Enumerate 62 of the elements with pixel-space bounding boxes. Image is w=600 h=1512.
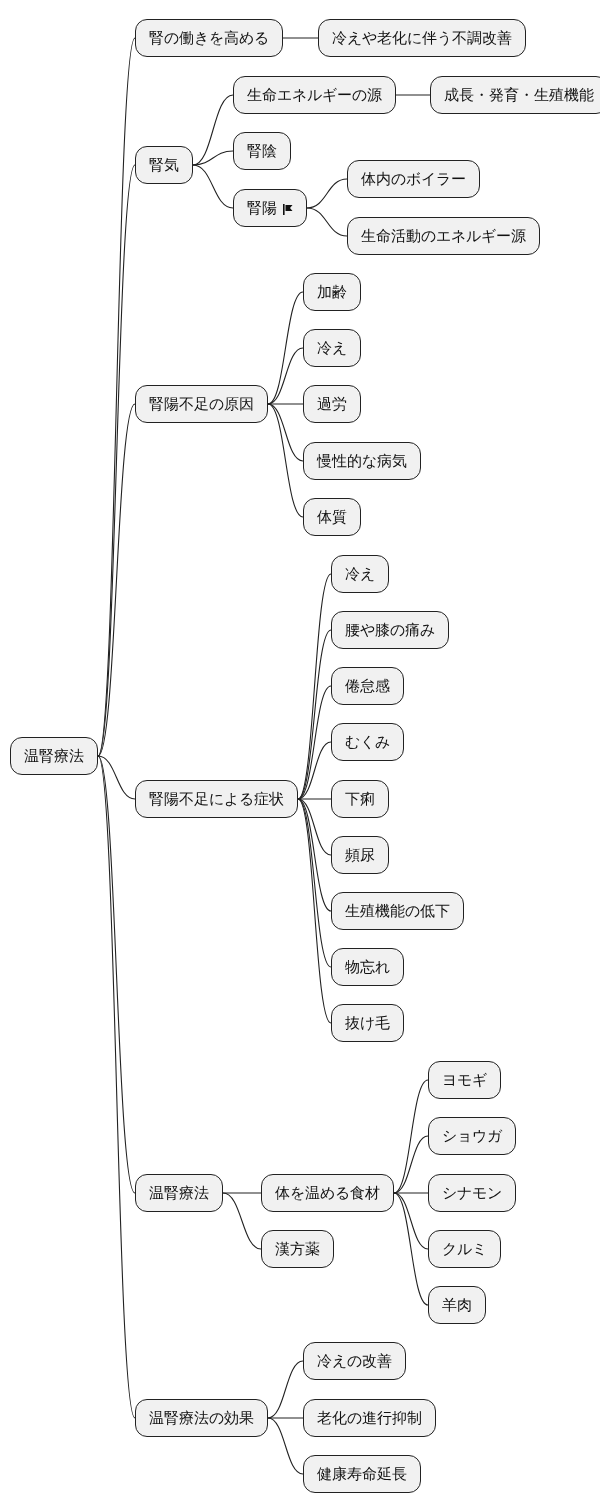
topic-box: クルミ bbox=[428, 1230, 501, 1268]
topic-box: 慢性的な病気 bbox=[303, 442, 421, 480]
topic-box: 頻尿 bbox=[331, 836, 389, 874]
connector-line bbox=[282, 37, 319, 39]
topic-box: 体内のボイラー bbox=[347, 160, 480, 198]
topic-box: 腎気 bbox=[135, 146, 193, 184]
topic-box: 老化の進行抑制 bbox=[303, 1399, 436, 1437]
topic-box: ヨモギ bbox=[428, 1061, 501, 1099]
connector-line bbox=[267, 291, 304, 405]
topic-box: ショウガ bbox=[428, 1117, 516, 1155]
connector-line bbox=[222, 1192, 262, 1250]
topic-box: 漢方薬 bbox=[261, 1230, 334, 1268]
connector-line bbox=[393, 1079, 429, 1194]
topic-box: 倦怠感 bbox=[331, 667, 404, 705]
connector-line bbox=[97, 755, 136, 800]
topic-box: 温腎療法 bbox=[10, 737, 98, 775]
topic-box: むくみ bbox=[331, 723, 404, 761]
connector-line bbox=[192, 150, 234, 166]
topic-box: 冷え bbox=[303, 329, 361, 367]
topic-box: 腎陰 bbox=[233, 132, 291, 170]
connector-line bbox=[297, 798, 332, 1024]
topic-box: 体質 bbox=[303, 498, 361, 536]
topic-box: 加齢 bbox=[303, 273, 361, 311]
connector-line bbox=[395, 94, 431, 96]
connector-line bbox=[306, 207, 348, 237]
connector-line bbox=[297, 798, 332, 912]
topic-box: 冷えや老化に伴う不調改善 bbox=[318, 19, 526, 57]
connector-line bbox=[97, 403, 136, 757]
topic-box: 冷えの改善 bbox=[303, 1342, 406, 1380]
topic-box: 冷え bbox=[331, 555, 389, 593]
topic-box: 生殖機能の低下 bbox=[331, 892, 464, 930]
connector-line bbox=[97, 755, 136, 1419]
connector-line bbox=[306, 178, 348, 209]
topic-box: 温腎療法の効果 bbox=[135, 1399, 268, 1437]
topic-box: 下痢 bbox=[331, 780, 389, 818]
connector-line bbox=[97, 37, 136, 757]
topic-box: 腎の働きを高める bbox=[135, 19, 283, 57]
topic-box: 腰や膝の痛み bbox=[331, 611, 449, 649]
connector-line bbox=[393, 1192, 429, 1306]
connector-line bbox=[267, 1417, 304, 1475]
topic-box: 温腎療法 bbox=[135, 1174, 223, 1212]
connector-line bbox=[297, 798, 332, 968]
topic-box: 羊肉 bbox=[428, 1286, 486, 1324]
topic-box: 成長・発育・生殖機能 bbox=[430, 76, 600, 114]
topic-box bbox=[233, 189, 307, 227]
topic-box: 抜け毛 bbox=[331, 1004, 404, 1042]
topic-text: 腎陽 bbox=[247, 200, 277, 216]
topic-box: 健康寿命延長 bbox=[303, 1455, 421, 1493]
connector-line bbox=[297, 573, 332, 800]
connector-line bbox=[192, 164, 234, 209]
topic-box: 過労 bbox=[303, 385, 361, 423]
connector-line bbox=[267, 1417, 304, 1419]
topic-box: 腎陽不足の原因 bbox=[135, 385, 268, 423]
topic-box: 体を温める食材 bbox=[261, 1174, 394, 1212]
topic-box: 物忘れ bbox=[331, 948, 404, 986]
connector-line bbox=[222, 1192, 262, 1194]
topic-box: 生命活動のエネルギー源 bbox=[347, 217, 540, 255]
connector-line bbox=[97, 755, 136, 1194]
connector-line bbox=[267, 403, 304, 518]
topic-box: 生命エネルギーの源 bbox=[233, 76, 396, 114]
topic-box: 腎陽不足による症状 bbox=[135, 780, 298, 818]
topic-box: シナモン bbox=[428, 1174, 516, 1212]
